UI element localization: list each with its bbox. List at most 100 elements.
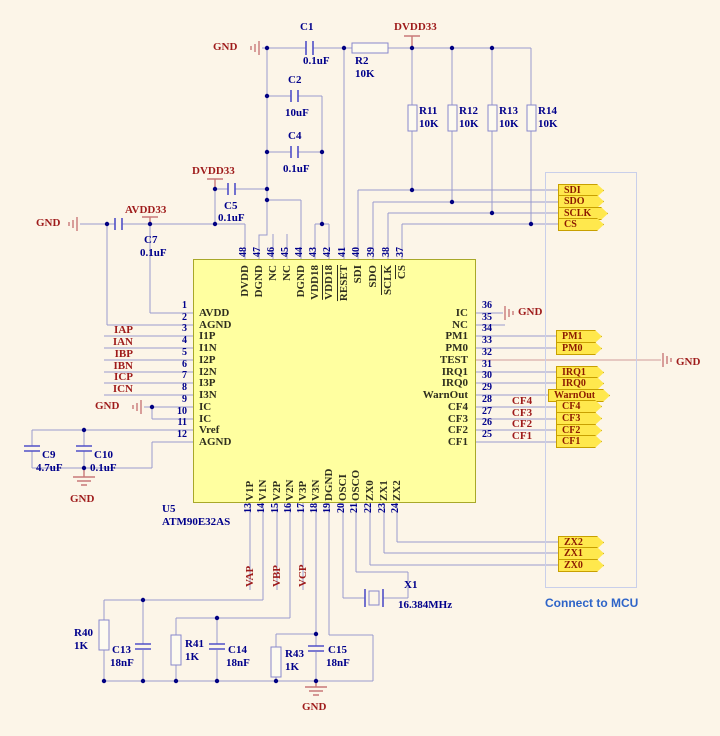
component-ref: C13 — [112, 644, 131, 656]
component-value: 18nF — [326, 657, 350, 669]
pin-name: AGND — [199, 436, 232, 448]
pin-name: OSCO — [350, 469, 362, 501]
pin-number: 48 — [238, 247, 249, 257]
pin-number: 26 — [482, 417, 492, 428]
component-value: 0.1uF — [90, 462, 117, 474]
pin-name: IC — [199, 401, 212, 413]
pin-name: DGND — [295, 265, 307, 298]
net-label-ibn: IBN — [113, 360, 133, 372]
pin-name: I1P — [199, 330, 216, 342]
pin-name: SDI — [352, 265, 364, 284]
flag-cf3: CF3 — [556, 412, 602, 425]
flag-irq0: IRQ0 — [556, 377, 604, 390]
pin-name: V3P — [297, 480, 309, 501]
pin-number: 8 — [182, 382, 187, 393]
pin-name: CS — [396, 265, 408, 280]
avdd33-label: AVDD33 — [125, 204, 167, 216]
pin-number: 1 — [182, 300, 187, 311]
component-ref: C5 — [224, 200, 238, 212]
pin-number: 22 — [363, 503, 374, 513]
pin-number: 45 — [280, 247, 291, 257]
component-ref: R11 — [419, 105, 438, 117]
pin-number: 24 — [390, 503, 401, 513]
pin-name: AVDD — [199, 307, 230, 319]
pin-number: 37 — [395, 247, 406, 257]
pin-name: I3N — [199, 389, 217, 401]
dvdd33-label: DVDD33 — [394, 21, 437, 33]
flag-pm1: PM1 — [556, 330, 602, 343]
component-value: 10K — [459, 118, 479, 130]
component-ref: C7 — [144, 234, 158, 246]
flag-zx1: ZX1 — [558, 547, 604, 560]
pin-name: NC — [452, 319, 468, 331]
pin-number: 40 — [351, 247, 362, 257]
component-ref: R40 — [74, 627, 93, 639]
gnd-label: GND — [70, 493, 95, 505]
pin-number: 43 — [308, 247, 319, 257]
flag-pm0: PM0 — [556, 342, 602, 355]
pin-number: 20 — [336, 503, 347, 513]
pin-name: DVDD — [239, 265, 251, 297]
pin-name: IRQ1 — [441, 366, 468, 378]
pin-name: TEST — [439, 354, 468, 366]
pin-name: DGND — [253, 265, 265, 298]
gnd-label: GND — [36, 217, 61, 229]
pin-name: PM1 — [445, 330, 468, 342]
pin-name: IRQ0 — [441, 377, 468, 389]
component-value: 16.384MHz — [398, 599, 453, 611]
pin-name: V2P — [271, 480, 283, 501]
net-label-icp: ICP — [114, 371, 133, 383]
pin-number: 33 — [482, 335, 492, 346]
pin-number: 10 — [177, 406, 187, 417]
net-label-cf2: CF2 — [511, 418, 533, 430]
pin-number: 17 — [296, 503, 307, 513]
pin-name: ZX1 — [378, 480, 390, 501]
pin-number: 47 — [252, 247, 263, 257]
pin-number: 11 — [177, 417, 187, 428]
net-label-icn: ICN — [112, 383, 133, 395]
pin-name: AGND — [199, 319, 232, 331]
component-ref: C9 — [42, 449, 56, 461]
pin-number: 7 — [182, 370, 187, 381]
component-ref: C14 — [228, 644, 247, 656]
pin-name: ZX0 — [364, 480, 376, 501]
pin-number: 15 — [270, 503, 281, 513]
pin-name: V1N — [257, 479, 269, 501]
pin-number: 41 — [337, 247, 348, 257]
component-ref: C2 — [288, 74, 302, 86]
pin-number: 14 — [256, 503, 267, 513]
component-ref: X1 — [404, 579, 418, 591]
pin-number: 31 — [482, 359, 492, 370]
gnd-label: GND — [302, 701, 327, 713]
pin-name: V2N — [284, 479, 296, 501]
pin-number: 12 — [177, 429, 187, 440]
pin-number: 4 — [182, 335, 187, 346]
pin-number: 21 — [349, 503, 360, 513]
component-value: 18nF — [226, 657, 250, 669]
component-ref: C1 — [300, 21, 314, 33]
pin-name: SCLK — [382, 265, 394, 295]
net-label-ian: IAN — [112, 336, 133, 348]
pin-number: 23 — [377, 503, 388, 513]
pin-number: 32 — [482, 347, 492, 358]
pin-name: V1P — [244, 480, 256, 501]
pin-number: 30 — [482, 370, 492, 381]
net-label-ibp: IBP — [114, 348, 133, 360]
component-value: 1K — [285, 661, 300, 673]
flag-zx0: ZX0 — [558, 559, 604, 572]
pin-name: PM0 — [445, 342, 468, 354]
gnd-label: GND — [95, 400, 120, 412]
pin-name: OSCI — [337, 474, 349, 501]
pin-number: 27 — [482, 406, 492, 417]
component-value: 0.1uF — [303, 55, 330, 67]
pin-name: WarnOut — [422, 389, 468, 401]
pin-name: I2N — [199, 366, 217, 378]
pin-name: CF2 — [447, 424, 468, 436]
pin-number: 3 — [182, 323, 187, 334]
net-label-vbp: VBP — [271, 565, 283, 587]
pin-name: VDD18 — [323, 265, 335, 300]
pin-name: IC — [455, 307, 468, 319]
pin-name: V3N — [310, 479, 322, 501]
